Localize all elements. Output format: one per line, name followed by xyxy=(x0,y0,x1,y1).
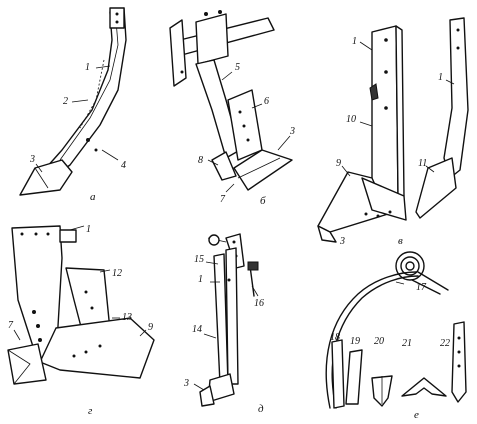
label-e22: 22 xyxy=(440,338,450,349)
caption-e: е xyxy=(414,409,419,421)
label-b8: 8 xyxy=(198,155,203,166)
label-e17: 17 xyxy=(416,282,427,293)
panel-a-curved-rack xyxy=(19,7,127,196)
label-b7: 7 xyxy=(220,194,226,205)
panel-e-spring-tine-blades xyxy=(325,251,467,409)
label-v10: 10 xyxy=(346,114,356,125)
label-d1: 1 xyxy=(198,274,203,285)
panel-v-straight-rack xyxy=(317,17,469,243)
label-b5: 5 xyxy=(235,62,240,73)
label-e19: 19 xyxy=(350,336,360,347)
label-b3: 3 xyxy=(289,126,295,137)
label-b6: 6 xyxy=(264,96,269,107)
label-v1a: 1 xyxy=(352,36,357,47)
label-a2: 2 xyxy=(63,96,68,107)
label-e21: 21 xyxy=(402,338,412,349)
panel-b-frame-stand xyxy=(169,10,293,193)
caption-v: в xyxy=(398,235,403,247)
caption-b: б xyxy=(260,195,266,207)
label-d15: 15 xyxy=(194,254,204,265)
label-d14: 14 xyxy=(192,324,202,335)
label-d3: 3 xyxy=(183,378,189,389)
caption-a: а xyxy=(90,191,96,203)
label-d16: 16 xyxy=(254,298,264,309)
label-g9: 9 xyxy=(148,322,153,333)
label-e20: 20 xyxy=(374,336,384,347)
label-e18: 18 xyxy=(330,332,340,343)
caption-d: д xyxy=(258,403,264,415)
label-g13: 13 xyxy=(122,312,132,323)
label-g7: 7 xyxy=(8,320,14,331)
label-v11: 11 xyxy=(418,158,427,169)
label-a4: 4 xyxy=(121,160,126,171)
panel-d-chisel-rack xyxy=(193,233,259,407)
label-g12: 12 xyxy=(112,268,122,279)
label-a1: 1 xyxy=(85,62,90,73)
label-v3: 3 xyxy=(339,236,345,247)
label-g1: 1 xyxy=(86,224,91,235)
label-v9: 9 xyxy=(336,158,341,169)
panel-g-hiller xyxy=(7,225,155,385)
label-a3: 3 xyxy=(29,154,35,165)
label-v1b: 1 xyxy=(438,72,443,83)
caption-g: г xyxy=(88,405,93,417)
